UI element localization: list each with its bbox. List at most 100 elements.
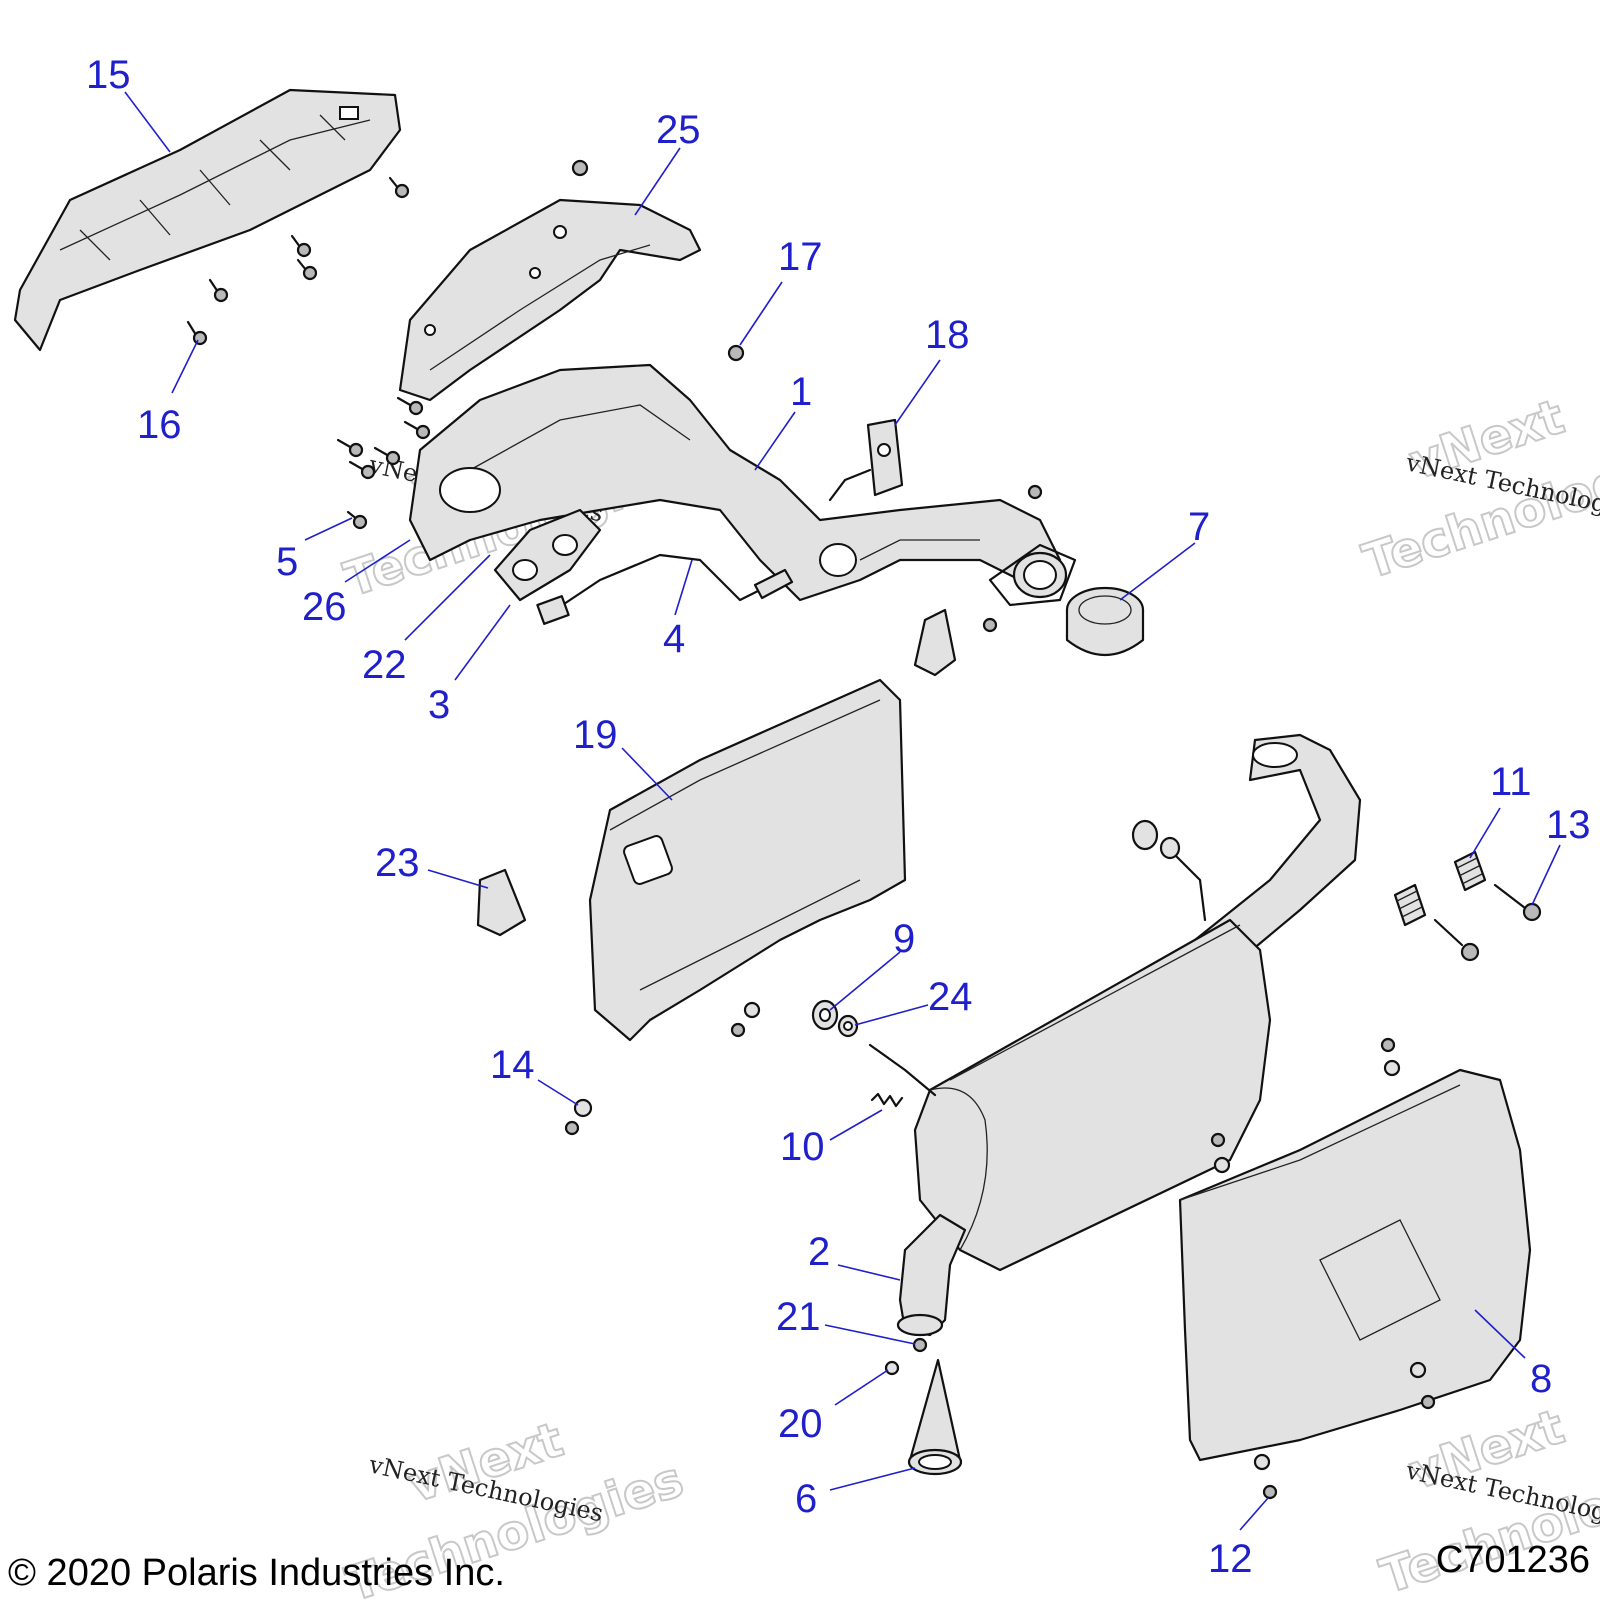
spring-icon (1393, 883, 1427, 927)
washer-12 (1253, 1453, 1271, 1471)
bolt-icon (346, 510, 368, 530)
leader-14 (537, 1079, 579, 1106)
callout-3: 3 (428, 683, 450, 727)
nut-icon (1027, 484, 1043, 500)
bolt-13 (1493, 883, 1542, 922)
copyright-notice: © 2020 Polaris Industries Inc. (8, 1552, 505, 1594)
drawing-id: C701236 (1436, 1539, 1590, 1581)
washer-24 (837, 1014, 859, 1038)
callout-11: 11 (1490, 760, 1532, 804)
callout-15: 15 (86, 53, 131, 97)
bolt-icon (336, 438, 364, 458)
bolt-icon (296, 258, 318, 281)
bolt-icon (373, 446, 401, 466)
callout-4: 4 (663, 617, 685, 661)
leader-8 (1474, 1309, 1526, 1359)
bolt-icon (564, 1120, 580, 1136)
leader-22 (404, 554, 491, 641)
leader-3 (454, 604, 511, 681)
bolt-icon (1433, 918, 1480, 962)
heat-shield-muffler-right (1178, 1068, 1532, 1462)
leader-23 (427, 869, 489, 889)
leader-11 (1469, 807, 1501, 859)
bolt-icon (348, 460, 376, 480)
callout-17: 17 (778, 235, 823, 279)
callout-18: 18 (925, 313, 970, 357)
callout-21: 21 (776, 1295, 821, 1339)
callout-1: 1 (790, 370, 812, 414)
grommet-icon (1131, 819, 1159, 851)
callout-7: 7 (1188, 505, 1210, 549)
callout-14: 14 (490, 1043, 535, 1087)
leader-13 (1531, 844, 1561, 906)
manifold-heat-shield (398, 198, 702, 402)
screw-20 (884, 1360, 900, 1376)
leader-7 (1119, 542, 1196, 601)
leader-15 (124, 91, 171, 153)
callout-10: 10 (780, 1125, 825, 1169)
muffler-inlet-pipe (1168, 733, 1362, 962)
bolt-icon (290, 234, 312, 258)
callout-labels: 15 16 25 17 18 1 5 26 22 3 4 7 19 23 9 2… (86, 53, 1591, 1581)
spring-11 (1453, 850, 1487, 892)
bolt-icon (571, 159, 589, 177)
bolt-icon (208, 278, 229, 303)
manifold-gasket-3 (493, 508, 602, 602)
exhaust-seal-7 (1065, 586, 1145, 657)
spring-10 (870, 1092, 904, 1108)
washer-icon (1213, 1156, 1231, 1174)
nut-icon (982, 617, 998, 633)
leader-2 (837, 1264, 901, 1281)
leader-4 (674, 559, 693, 616)
leader-lines (124, 91, 1561, 1531)
leader-21 (824, 1324, 916, 1345)
heat-shield-muffler-left (588, 678, 907, 1042)
leader-12 (1239, 1497, 1269, 1531)
callout-23: 23 (375, 841, 420, 885)
washer-icon (743, 1001, 761, 1019)
leader-9 (829, 951, 901, 1011)
bolt-icon (1210, 1132, 1226, 1148)
leader-24 (854, 1004, 929, 1026)
clamp-23 (476, 868, 527, 937)
nut-17 (727, 344, 745, 362)
bolt-icon (1262, 1484, 1278, 1500)
washer-icon (1159, 836, 1181, 860)
oxygen-sensor-4 (536, 553, 794, 625)
washer-icon (1383, 1059, 1401, 1077)
bolt-icon (388, 176, 410, 199)
muffler-2 (868, 819, 1272, 1337)
washer-icon (1409, 1361, 1427, 1379)
leader-25 (634, 147, 681, 216)
callout-2: 2 (808, 1230, 830, 1274)
leader-16 (171, 339, 199, 394)
callout-9: 9 (893, 917, 915, 961)
bolt-set-16 (186, 159, 589, 346)
bolt-icon (403, 420, 431, 440)
callout-24: 24 (928, 975, 973, 1019)
exhaust-header (408, 363, 1077, 607)
callout-26: 26 (302, 585, 347, 629)
leader-1 (754, 411, 796, 471)
callout-25: 25 (656, 108, 701, 152)
leader-5 (304, 517, 353, 541)
bolt-icon (730, 1022, 746, 1038)
nut-21 (912, 1337, 928, 1353)
bolt-icon (1380, 1037, 1396, 1053)
bolt-set-5 (336, 396, 431, 530)
callout-22: 22 (362, 643, 407, 687)
washer-14 (573, 1098, 593, 1118)
heat-shield-upper (13, 88, 402, 352)
bolt-icon (1420, 1394, 1436, 1410)
leader-10 (829, 1109, 883, 1141)
callout-6: 6 (795, 1477, 817, 1521)
callout-20: 20 (778, 1402, 823, 1446)
callout-12: 12 (1208, 1537, 1253, 1581)
callout-19: 19 (573, 713, 618, 757)
leader-17 (739, 281, 783, 346)
callout-16: 16 (137, 403, 182, 447)
hanger-bracket-18 (828, 418, 904, 502)
leader-26 (344, 539, 411, 583)
leader-6 (829, 1467, 916, 1491)
